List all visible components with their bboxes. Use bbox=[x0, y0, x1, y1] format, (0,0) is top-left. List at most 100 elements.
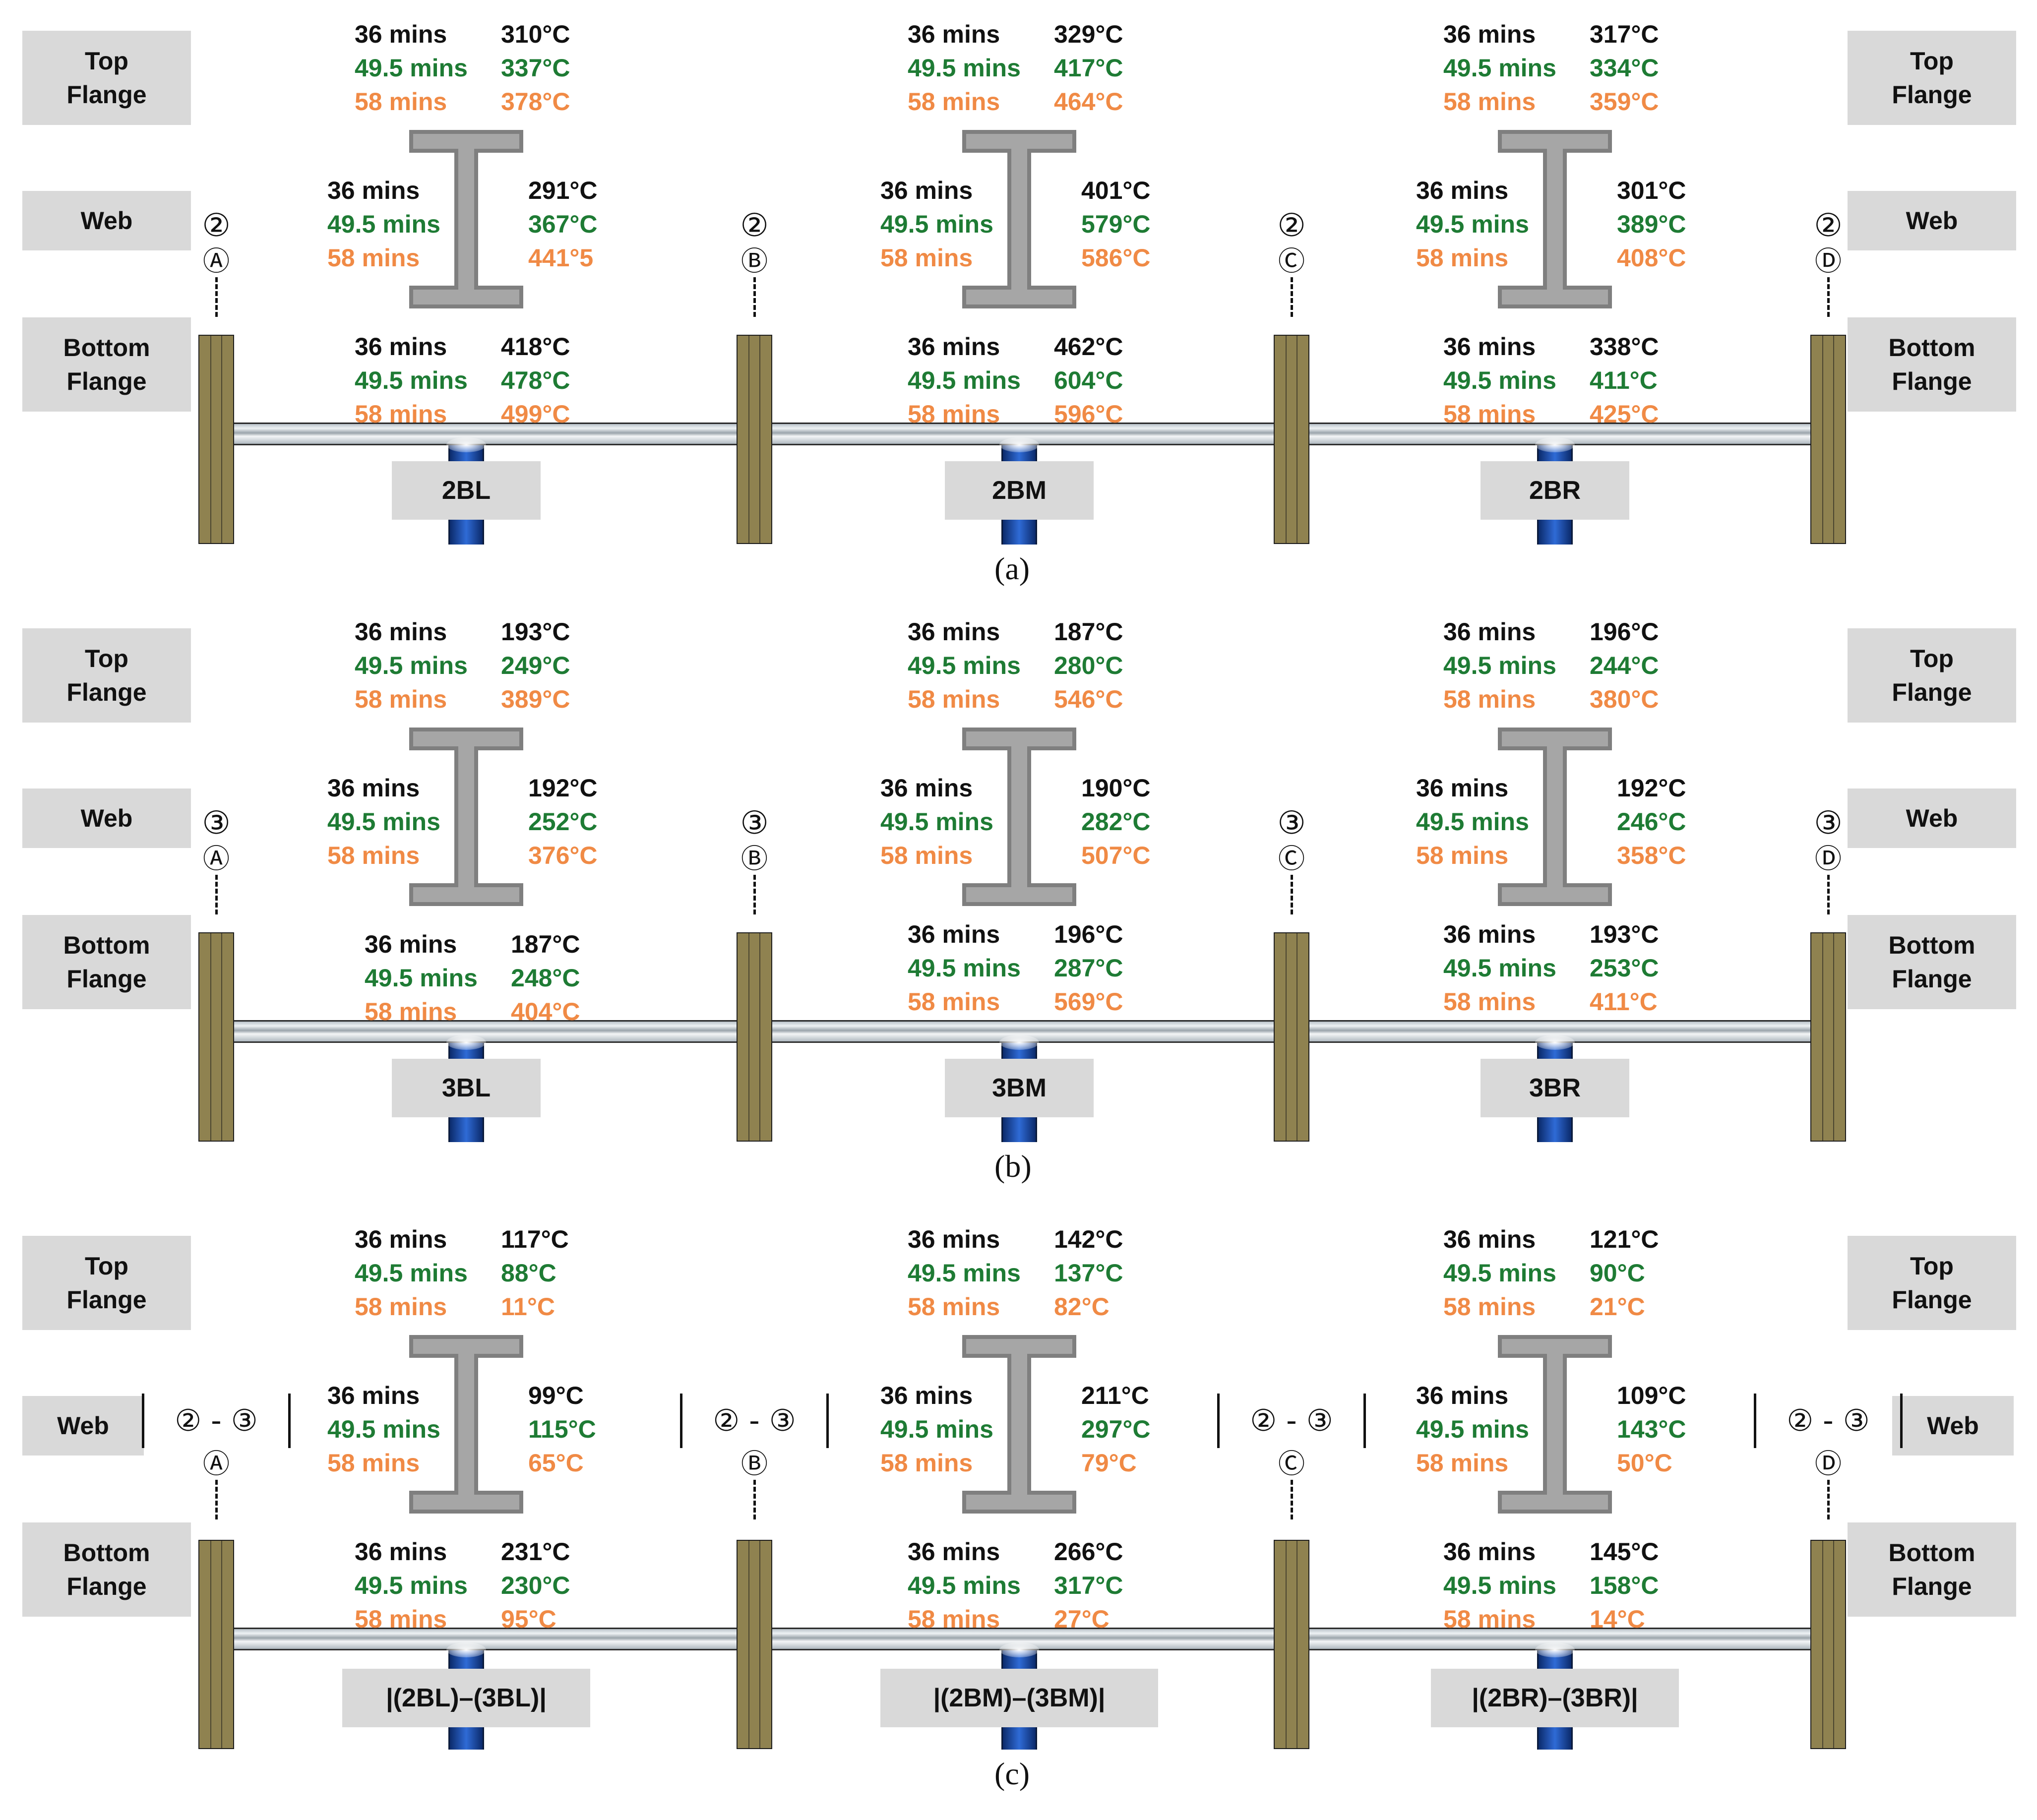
temperature-value: 21°C bbox=[1590, 1293, 1645, 1321]
time-label: 58 mins bbox=[355, 685, 447, 713]
grid-letter: Ⓑ bbox=[741, 843, 768, 874]
temperature-value: 317°C bbox=[1590, 20, 1659, 48]
time-label: 58 mins bbox=[880, 244, 973, 272]
temperature-value: 187°C bbox=[1054, 618, 1123, 646]
time-label: 36 mins bbox=[1443, 1225, 1536, 1253]
i-beam-section-icon bbox=[962, 728, 1076, 906]
grid-dash-line bbox=[1827, 1480, 1830, 1519]
time-label: 58 mins bbox=[1443, 1293, 1536, 1321]
abs-bar-right bbox=[826, 1394, 829, 1448]
cable-glow bbox=[999, 1035, 1039, 1050]
grid-letter: Ⓒ bbox=[1278, 245, 1305, 277]
time-label: 49.5 mins bbox=[1416, 808, 1529, 836]
beam-label-2: 3BR bbox=[1481, 1059, 1629, 1117]
grid-letter: Ⓑ bbox=[741, 1448, 768, 1479]
side-label-bottom-flange-right: Bottom Flange bbox=[1848, 317, 2016, 412]
time-label: 49.5 mins bbox=[355, 652, 468, 679]
side-label-web-right: Web bbox=[1848, 191, 2016, 250]
column-0 bbox=[198, 335, 234, 544]
cable-glow bbox=[1535, 1642, 1575, 1657]
temperature-value: 418°C bbox=[501, 333, 570, 361]
grid-diff-row: ② - ③ bbox=[680, 1394, 829, 1448]
time-label: 36 mins bbox=[908, 1225, 1000, 1253]
temperature-value: 338°C bbox=[1590, 333, 1659, 361]
temperature-value: 88°C bbox=[501, 1259, 556, 1287]
temperature-value: 142°C bbox=[1054, 1225, 1123, 1253]
temperature-value: 252°C bbox=[528, 808, 598, 836]
time-label: 36 mins bbox=[1443, 333, 1536, 361]
time-label: 49.5 mins bbox=[355, 1572, 468, 1599]
abs-bar-right bbox=[1363, 1394, 1366, 1448]
temperature-value: 337°C bbox=[501, 54, 570, 82]
time-label: 58 mins bbox=[908, 685, 1000, 713]
time-label: 49.5 mins bbox=[1443, 54, 1556, 82]
column-1 bbox=[737, 932, 772, 1142]
grid-diff-tag-1: ② - ③ Ⓑ bbox=[680, 1394, 829, 1519]
temperature-value: 334°C bbox=[1590, 54, 1659, 82]
time-label: 58 mins bbox=[908, 988, 1000, 1016]
abs-bar-right bbox=[1900, 1394, 1903, 1448]
column-0 bbox=[198, 1540, 234, 1749]
temperature-value: 441°5 bbox=[528, 244, 594, 272]
temperature-value: 569°C bbox=[1054, 988, 1123, 1016]
temperature-value: 376°C bbox=[528, 842, 598, 869]
temperature-value: 192°C bbox=[528, 774, 598, 802]
i-beam-section-icon bbox=[409, 1335, 523, 1514]
time-label: 58 mins bbox=[1443, 988, 1536, 1016]
temperature-value: 211°C bbox=[1081, 1382, 1149, 1409]
grid-number: ② bbox=[202, 207, 231, 244]
side-label-bottom-flange-right: Bottom Flange bbox=[1848, 915, 2016, 1009]
side-label-bottom-flange-left: Bottom Flange bbox=[22, 1522, 191, 1617]
i-beam-0 bbox=[409, 728, 523, 909]
time-label: 58 mins bbox=[327, 244, 420, 272]
time-label: 49.5 mins bbox=[880, 808, 993, 836]
beam-label-1: 2BM bbox=[945, 461, 1094, 520]
time-label: 49.5 mins bbox=[1416, 1415, 1529, 1443]
time-label: 49.5 mins bbox=[1443, 1259, 1556, 1287]
time-label: 36 mins bbox=[1416, 774, 1509, 802]
abs-bar-right bbox=[288, 1394, 291, 1448]
grid-letter: Ⓒ bbox=[1278, 843, 1305, 874]
grid-letter: Ⓒ bbox=[1278, 1448, 1305, 1479]
temperature-value: 145°C bbox=[1590, 1538, 1659, 1566]
column-0 bbox=[198, 932, 234, 1142]
grid-number: ② bbox=[1277, 207, 1306, 244]
temperature-value: 109°C bbox=[1617, 1382, 1686, 1409]
temperature-value: 310°C bbox=[501, 20, 570, 48]
temperature-value: 27°C bbox=[1054, 1605, 1110, 1633]
panel-caption: (c) bbox=[994, 1756, 1030, 1791]
grid-letter: Ⓐ bbox=[203, 843, 230, 874]
time-label: 36 mins bbox=[327, 774, 420, 802]
time-label: 36 mins bbox=[1443, 618, 1536, 646]
time-label: 36 mins bbox=[355, 20, 447, 48]
beam-label-1: |(2BM)–(3BM)| bbox=[880, 1669, 1158, 1727]
i-beam-0 bbox=[409, 130, 523, 311]
grid-dash-line bbox=[1827, 277, 1830, 317]
grid-number: ② bbox=[740, 207, 769, 244]
cable-glow bbox=[446, 1035, 486, 1050]
grid-diff-number: ② - ③ bbox=[713, 1403, 796, 1438]
